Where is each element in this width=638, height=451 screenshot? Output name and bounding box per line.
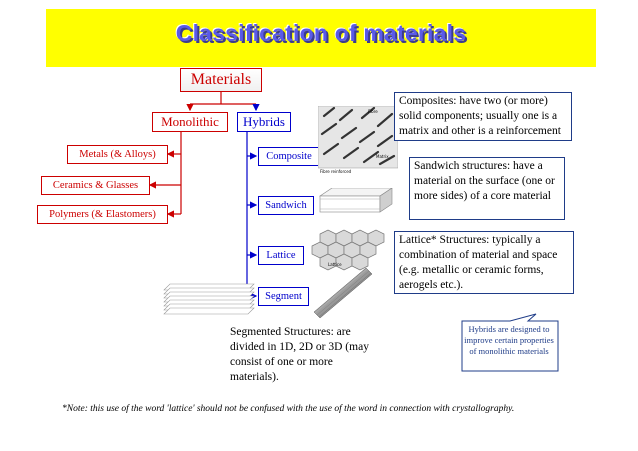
hybrids-callout-text: Hybrids are designed to improve certain … (464, 324, 554, 356)
composite-fiber-image: Fibre Matrix Fibre reinforced (318, 106, 398, 174)
composite-fiber-label: Fibre (368, 109, 378, 114)
lattice-foam-image: Lattice (311, 229, 385, 271)
composite-matrix-label: Matrix (376, 154, 389, 159)
composite-caption-label: Fibre reinforced (320, 169, 352, 174)
leaf-sandwich: Sandwich (258, 196, 314, 215)
lattice-caption-label: Lattice (328, 262, 342, 267)
leaf-metals: Metals (& Alloys) (67, 145, 168, 164)
branch-hybrids: Hybrids (237, 112, 291, 132)
segment-rod-image (313, 268, 373, 319)
footnote: *Note: this use of the word 'lattice' sh… (62, 404, 515, 414)
segmented-description: Segmented Structures: are divided in 1D,… (230, 326, 369, 383)
leaf-composite: Composite (258, 147, 320, 166)
segment-plates-image (163, 283, 255, 315)
leaf-segment: Segment (258, 287, 309, 306)
branch-monolithic: Monolithic (152, 112, 228, 132)
sandwich-description: Sandwich structures: have a material on … (409, 157, 565, 220)
composites-description: Composites: have two (or more) solid com… (394, 92, 572, 141)
leaf-lattice: Lattice (258, 246, 304, 265)
root-node-materials: Materials (180, 68, 262, 92)
sandwich-panel-image (319, 188, 393, 213)
page-title: Classification of materials (175, 20, 467, 46)
lattice-description: Lattice* Structures: typically a combina… (394, 231, 574, 294)
leaf-ceramics: Ceramics & Glasses (41, 176, 150, 195)
title-bar (46, 9, 596, 67)
leaf-polymers: Polymers (& Elastomers) (37, 205, 168, 224)
hybrids-callout (461, 313, 559, 372)
